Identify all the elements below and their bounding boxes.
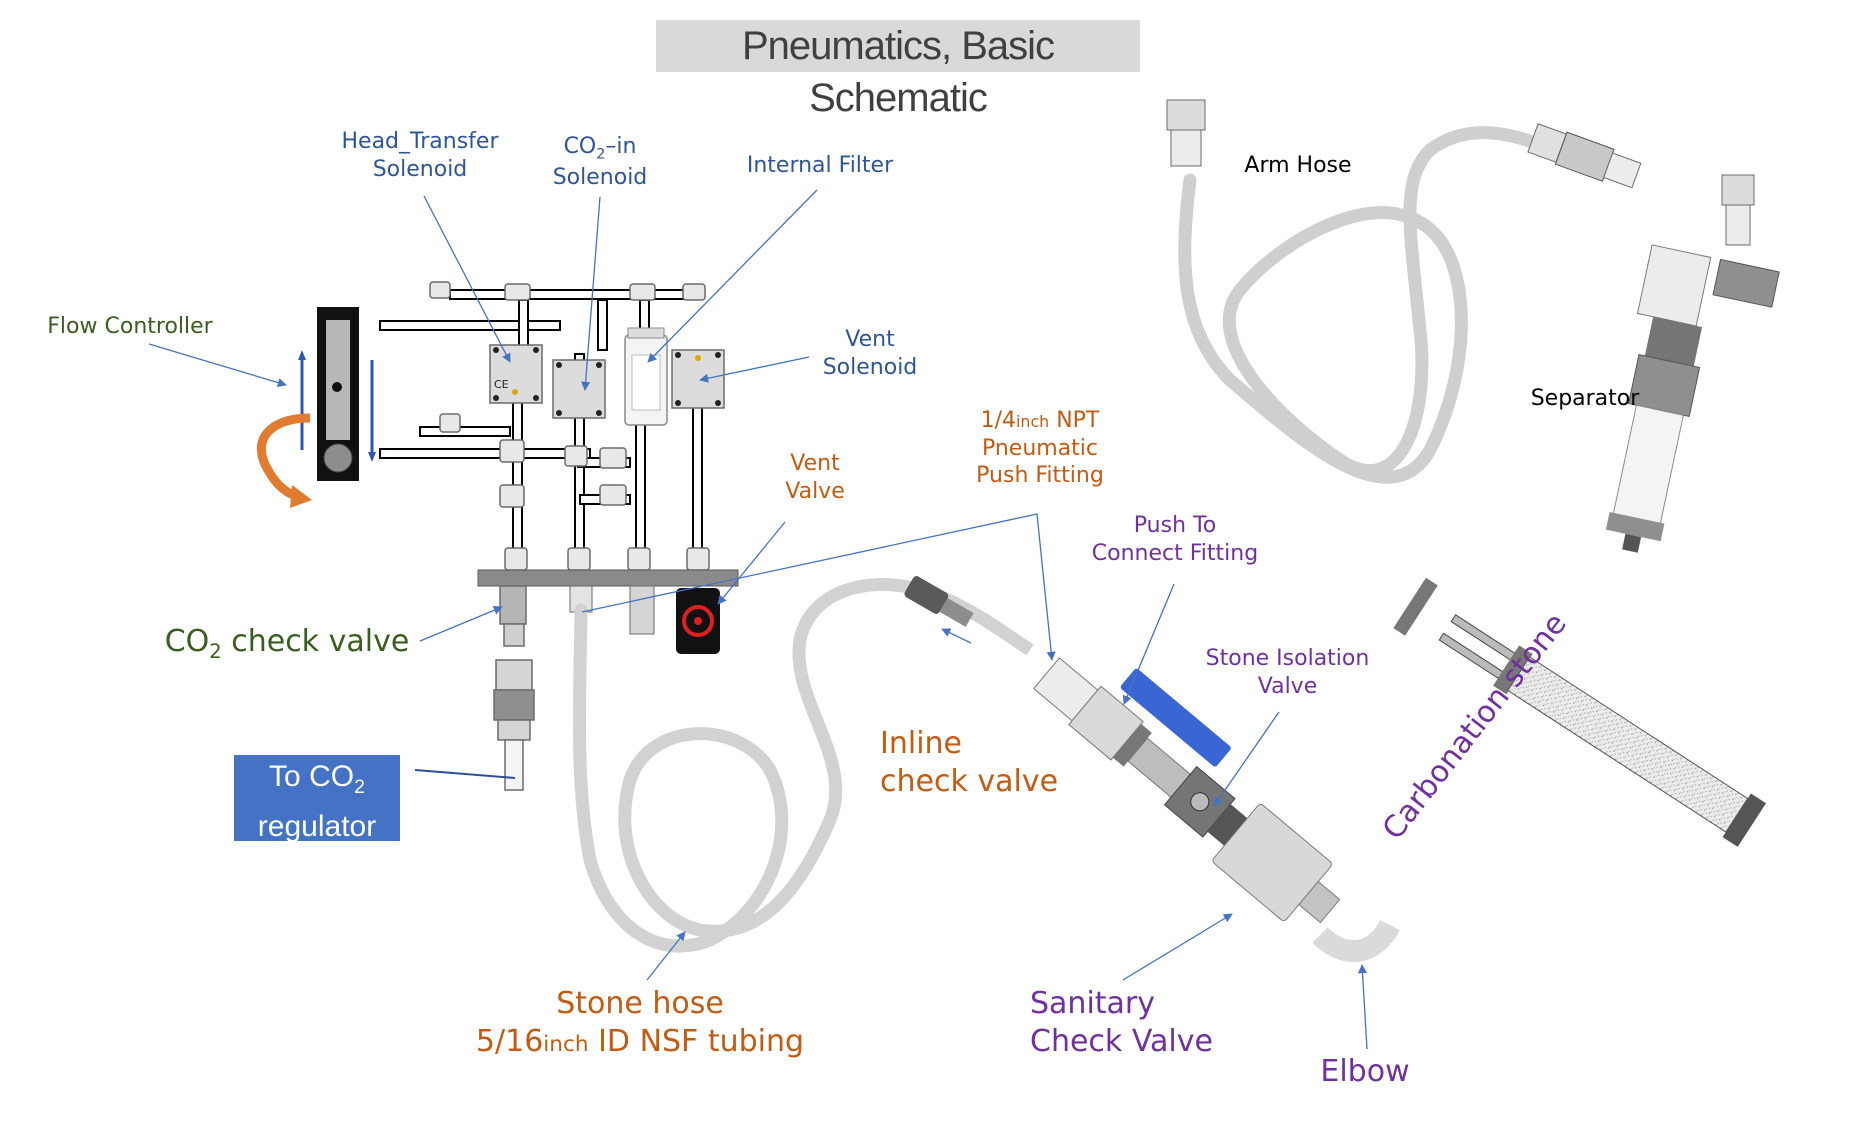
page-title: Pneumatics, Basic Schematic xyxy=(656,20,1140,120)
svg-text:CE: CE xyxy=(494,378,509,391)
label-npt-fitting: 1/4inch NPT Pneumatic Push Fitting xyxy=(976,408,1104,488)
vent-solenoid xyxy=(671,349,725,409)
label-separator: Separator xyxy=(1530,386,1640,411)
manifold-bar xyxy=(477,569,739,587)
label-stone-hose: Stone hose 5/16inch ID NSF tubing xyxy=(475,986,805,1059)
label-stone-isolation-valve: Stone Isolation Valve xyxy=(1205,646,1370,699)
internal-filter xyxy=(624,327,668,426)
tube-connectors xyxy=(429,281,710,571)
regulator-callout-line xyxy=(414,769,516,779)
label-co2-in-solenoid: CO2–in Solenoid xyxy=(552,134,648,191)
flow-rotation-arrowhead xyxy=(290,485,312,508)
inline-check-valve xyxy=(904,576,974,627)
elbow-fitting xyxy=(1312,919,1400,962)
label-to-co2-regulator: To CO2 regulator xyxy=(234,755,400,843)
label-co2-check-valve: CO2 check valve xyxy=(164,624,410,663)
stone-valve-assembly xyxy=(1033,657,1341,924)
flow-controller xyxy=(298,307,376,481)
muffler-fitting xyxy=(629,585,655,635)
stone-hose xyxy=(572,577,927,953)
co2-in-solenoid xyxy=(552,359,606,419)
arm-hose xyxy=(1178,126,1557,484)
label-vent-solenoid: Vent Solenoid xyxy=(822,327,918,380)
label-flow-controller: Flow Controller xyxy=(47,314,213,339)
head-transfer-solenoid: CE xyxy=(489,344,543,404)
label-inline-check-valve: Inline check valve xyxy=(880,726,1059,799)
carbonation-stone xyxy=(1393,577,1767,847)
npt-fitting-callout xyxy=(581,513,1056,661)
label-arm-hose: Arm Hose xyxy=(1244,153,1352,178)
callout-arrows xyxy=(148,189,1368,1050)
label-internal-filter: Internal Filter xyxy=(746,153,894,178)
arm-hose-coupler xyxy=(1166,99,1206,167)
arm-hose-end-fittings xyxy=(1527,123,1642,189)
separator xyxy=(1605,244,1780,553)
label-head-transfer-solenoid: Head_Transfer Solenoid xyxy=(341,129,499,182)
separator-top-coupler xyxy=(1721,174,1755,246)
label-push-to-connect: Push To Connect Fitting xyxy=(1091,513,1259,566)
vent-valve xyxy=(676,588,720,654)
co2-check-valve-fitting xyxy=(493,585,535,791)
flow-rotation-arrow xyxy=(256,413,311,502)
label-vent-valve: Vent Valve xyxy=(785,451,845,504)
label-elbow: Elbow xyxy=(1320,1054,1410,1089)
label-sanitary-check-valve: Sanitary Check Valve xyxy=(1030,986,1213,1059)
